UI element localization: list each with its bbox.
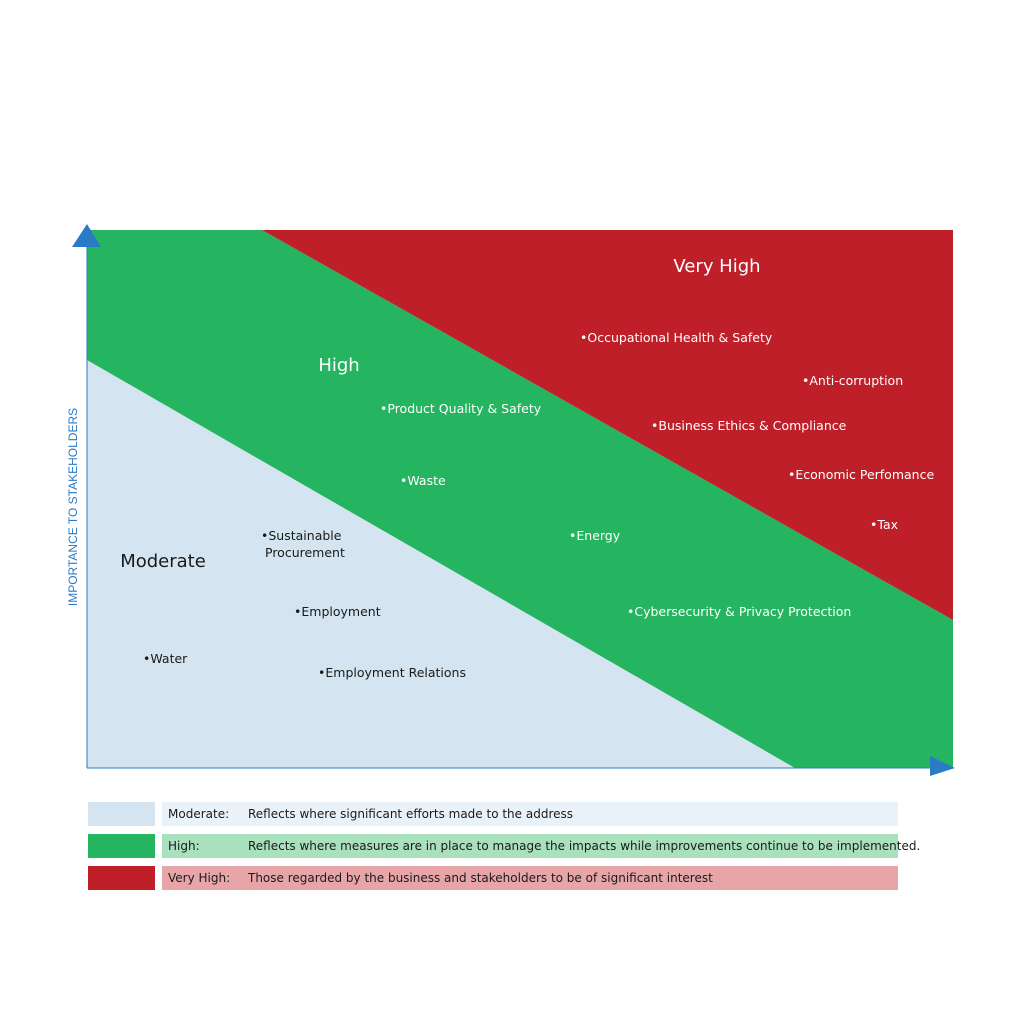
legend-swatch-high (88, 834, 155, 858)
item-employment: •Employment (294, 604, 381, 619)
legend-level-very-high: Very High: (168, 871, 231, 885)
item-business-ethics: •Business Ethics & Compliance (651, 418, 847, 433)
item-sustainable-procurement-line1: •Sustainable (261, 528, 342, 543)
legend-swatch-very-high (88, 866, 155, 890)
legend-level-high: High: (168, 839, 200, 853)
y-axis-label: IMPORTANCE TO STAKEHOLDERS (66, 408, 80, 606)
legend-box-moderate: Moderate: Reflects where significant eff… (162, 802, 898, 826)
item-employment-relations: •Employment Relations (318, 665, 466, 680)
legend-level-moderate: Moderate: (168, 807, 230, 821)
item-product-quality-safety: •Product Quality & Safety (380, 401, 542, 416)
item-sustainable-procurement-line2: Procurement (265, 545, 345, 560)
legend-row-moderate: Moderate: Reflects where significant eff… (88, 802, 898, 828)
item-anti-corruption: •Anti-corruption (802, 373, 903, 388)
item-water: •Water (143, 651, 188, 666)
legend-swatch-moderate (88, 802, 155, 826)
zone-label-high: High (318, 355, 359, 376)
legend-box-very-high: Very High: Those regarded by the busines… (162, 866, 898, 890)
legend-row-very-high: Very High: Those regarded by the busines… (88, 866, 898, 892)
zone-very-high (262, 230, 953, 620)
zone-label-very-high: Very High (673, 256, 760, 277)
y-axis-arrow-icon (72, 224, 101, 247)
legend-row-high: High: Reflects where measures are in pla… (88, 834, 920, 860)
zone-high (87, 230, 953, 768)
legend-description-moderate: Reflects where significant efforts made … (248, 807, 574, 821)
item-economic-performance: •Economic Perfomance (788, 467, 934, 482)
x-axis-arrow-icon (930, 756, 955, 776)
legend-description-very-high: Those regarded by the business and stake… (248, 871, 713, 885)
legend-box-high: High: Reflects where measures are in pla… (162, 834, 920, 858)
legend-description-high: Reflects where measures are in place to … (248, 839, 921, 853)
item-cybersecurity: •Cybersecurity & Privacy Protection (627, 604, 851, 619)
item-occupational-health-safety: •Occupational Health & Safety (580, 330, 773, 345)
materiality-matrix: IMPORTANCE TO STAKEHOLDERS Very High Hig… (66, 224, 955, 776)
item-tax: •Tax (870, 517, 898, 532)
zone-label-moderate: Moderate (120, 551, 206, 572)
item-energy: •Energy (569, 528, 621, 543)
item-waste: •Waste (400, 473, 446, 488)
